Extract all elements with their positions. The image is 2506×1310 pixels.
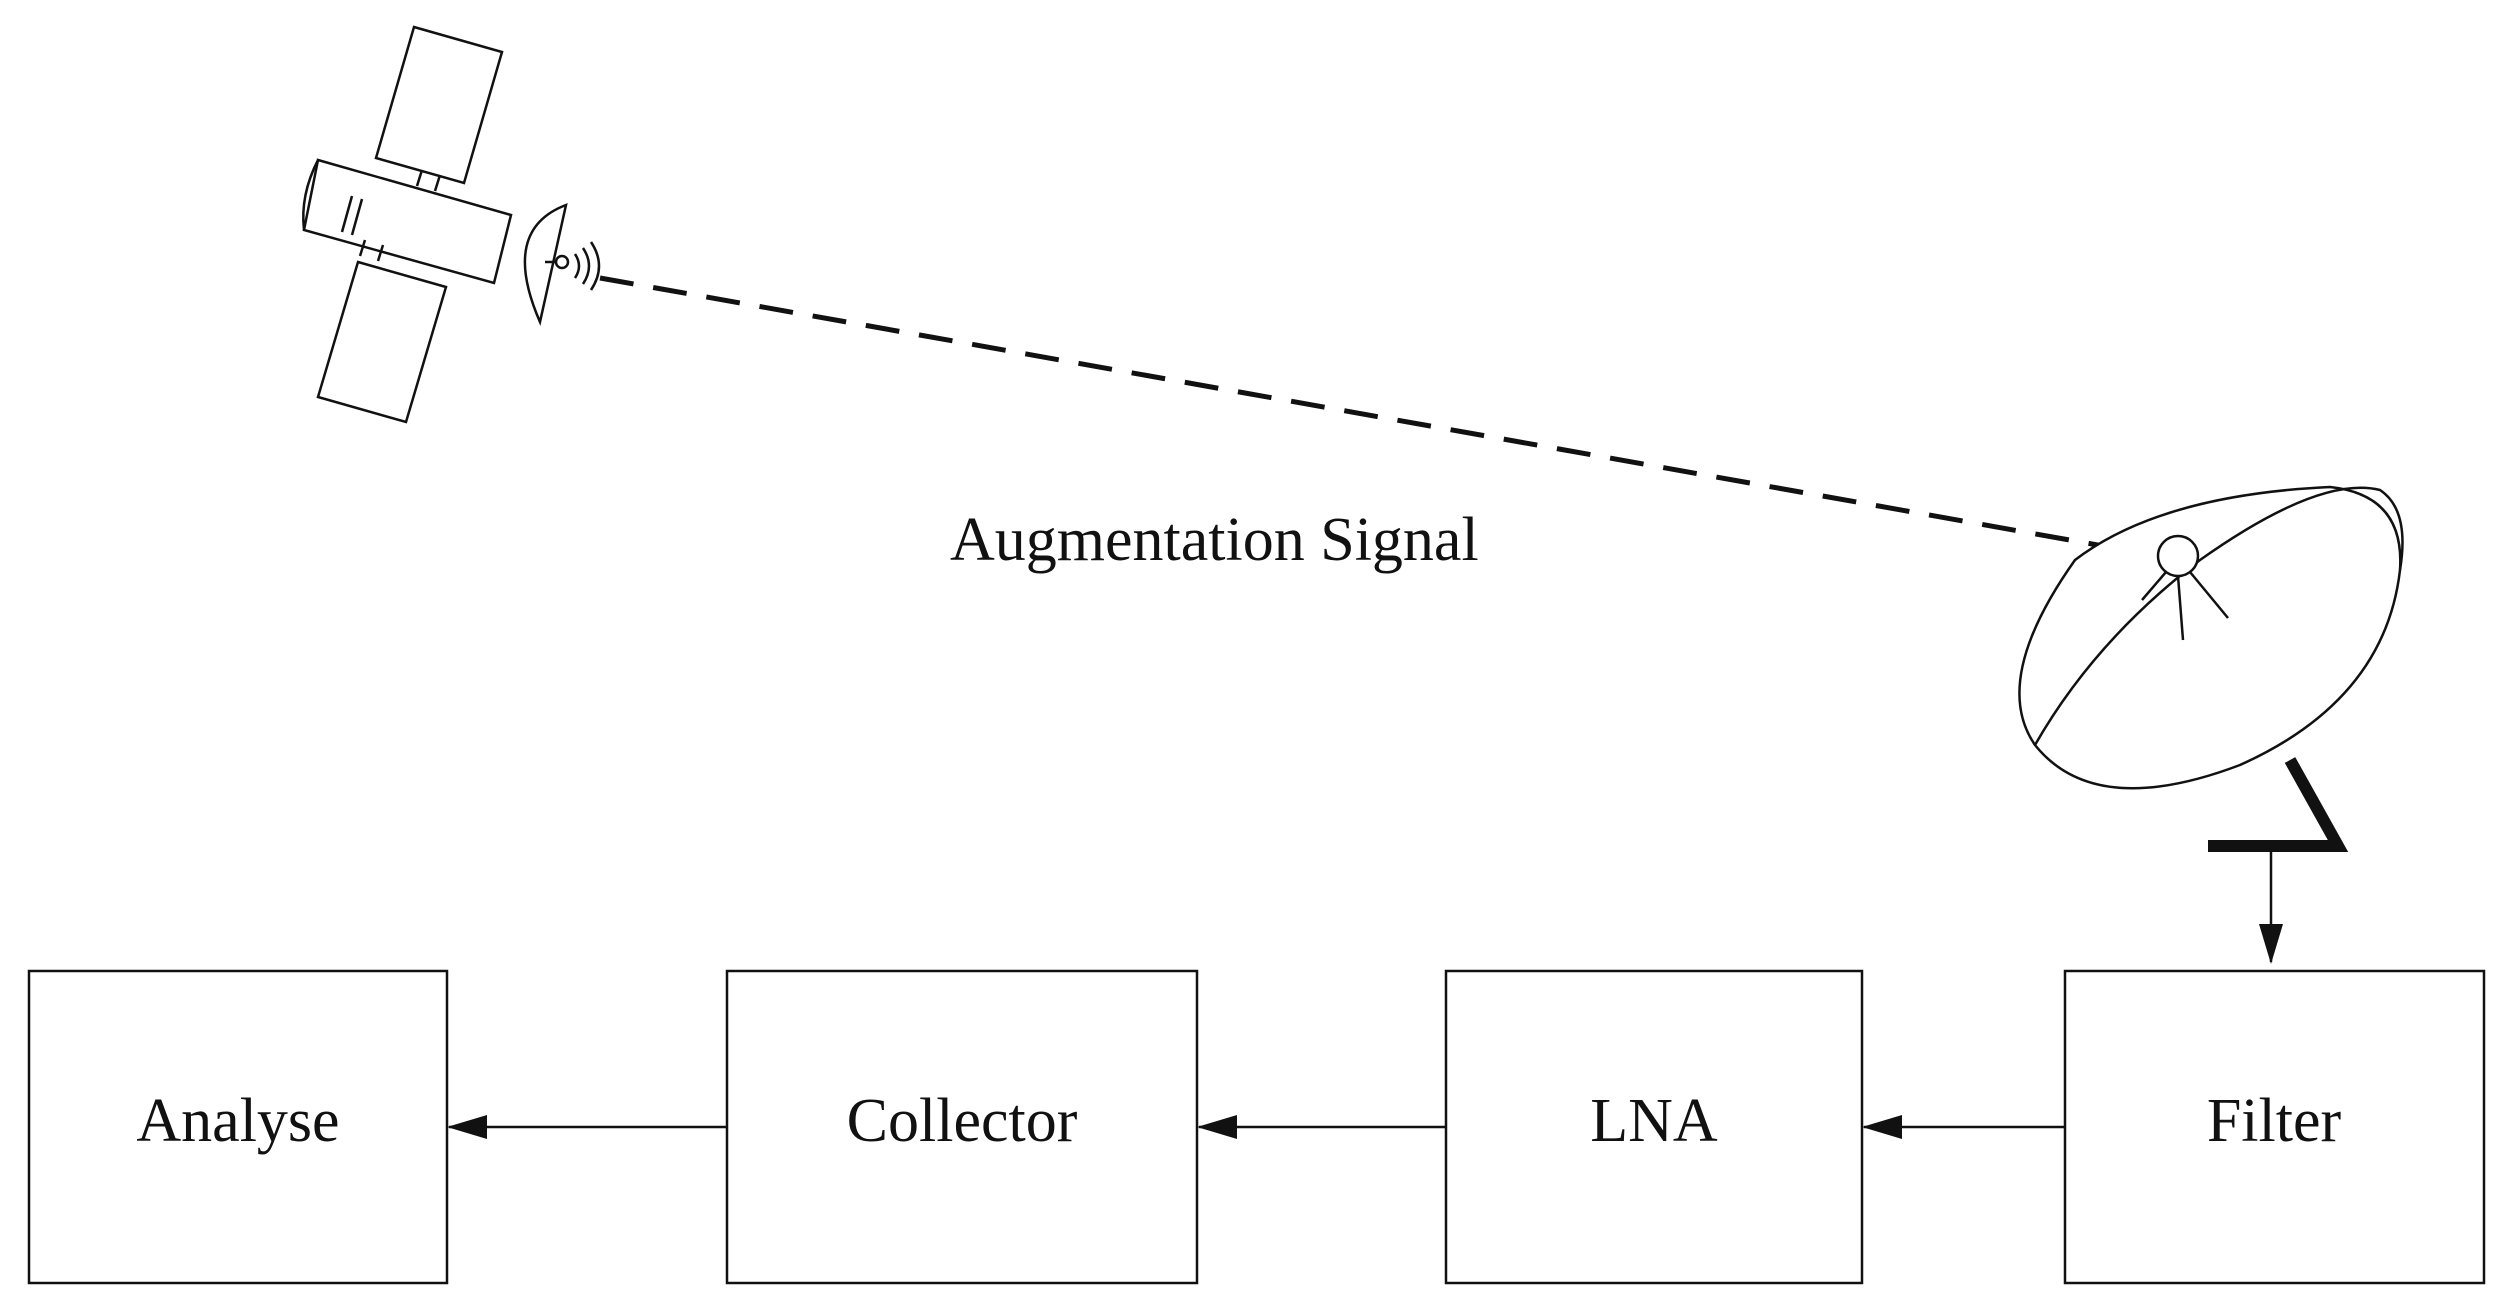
collector-label: Collector xyxy=(847,1087,1078,1155)
lna-label: LNA xyxy=(1590,1087,1718,1155)
analyse-block xyxy=(27,969,449,1285)
satellite-transmitter-dish xyxy=(523,203,568,327)
satellite-icon xyxy=(302,25,601,424)
satellite-body xyxy=(302,158,513,285)
filter-block xyxy=(2063,969,2486,1285)
signal-wave-icon xyxy=(573,241,601,291)
antenna-dish xyxy=(2018,485,2402,790)
augmentation-signal-label: Augmentation Signal xyxy=(950,506,1479,574)
analyse-label: Analyse xyxy=(136,1087,339,1155)
augmentation-signal-path xyxy=(599,275,2150,560)
antenna-mount xyxy=(2208,757,2349,852)
antenna-feed xyxy=(2156,534,2200,578)
filter-label: Filter xyxy=(2207,1087,2342,1155)
satellite-solar-panel-upper xyxy=(374,25,504,185)
receiving-antenna-icon xyxy=(2018,485,2404,852)
satellite-solar-panel-lower xyxy=(316,260,448,424)
